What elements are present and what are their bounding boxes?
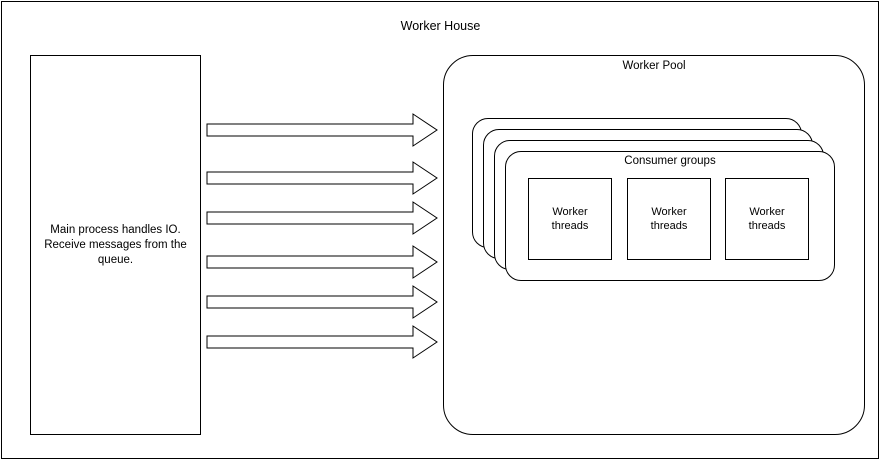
- worker-threads-node[interactable]: Worker threads: [627, 178, 711, 260]
- worker-threads-label: Worker threads: [650, 206, 688, 232]
- worker-pool-label: Worker Pool: [622, 60, 686, 72]
- main-process-node[interactable]: Main process handles IO. Receive message…: [30, 55, 201, 435]
- consumer-groups-label: Consumer groups: [624, 155, 716, 167]
- page-title: Worker House: [400, 19, 481, 33]
- main-process-label: Main process handles IO. Receive message…: [44, 223, 187, 266]
- worker-threads-node[interactable]: Worker threads: [528, 178, 612, 260]
- worker-threads-label: Worker threads: [551, 206, 589, 232]
- worker-threads-node[interactable]: Worker threads: [725, 178, 809, 260]
- worker-threads-label: Worker threads: [748, 206, 786, 232]
